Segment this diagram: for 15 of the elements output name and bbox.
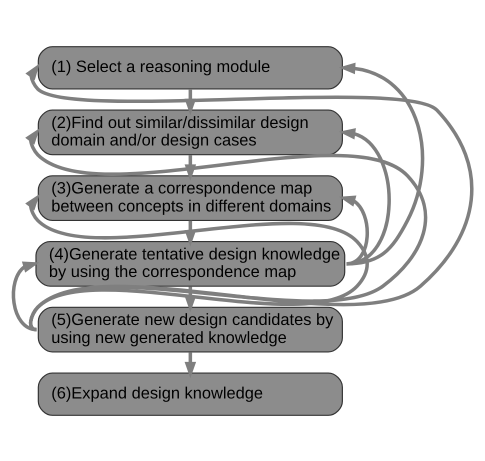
node-box: (6)Expand design knowledge bbox=[38, 372, 343, 416]
node-box: (3)Generate a correspondence map between concepts in different domains bbox=[38, 174, 343, 221]
node-box: (2)Find out similar/dissimilar design domain and/or design cases bbox=[38, 109, 343, 155]
arrow bbox=[338, 195, 369, 266]
arrow bbox=[338, 62, 424, 266]
arrow bbox=[338, 128, 391, 266]
node-box: (5)Generate new design candidates by using new generated knowledge bbox=[38, 306, 343, 352]
arrow bbox=[12, 261, 40, 331]
arrow bbox=[25, 128, 428, 330]
arrow bbox=[25, 193, 369, 330]
arrow bbox=[184, 352, 196, 378]
arrow bbox=[184, 286, 196, 312]
node-box: (1) Select a reasoning module bbox=[38, 46, 343, 90]
node-box: (4)Generate tentative design knowledge by using the correspondence map bbox=[35, 240, 346, 286]
arrow bbox=[25, 63, 474, 330]
